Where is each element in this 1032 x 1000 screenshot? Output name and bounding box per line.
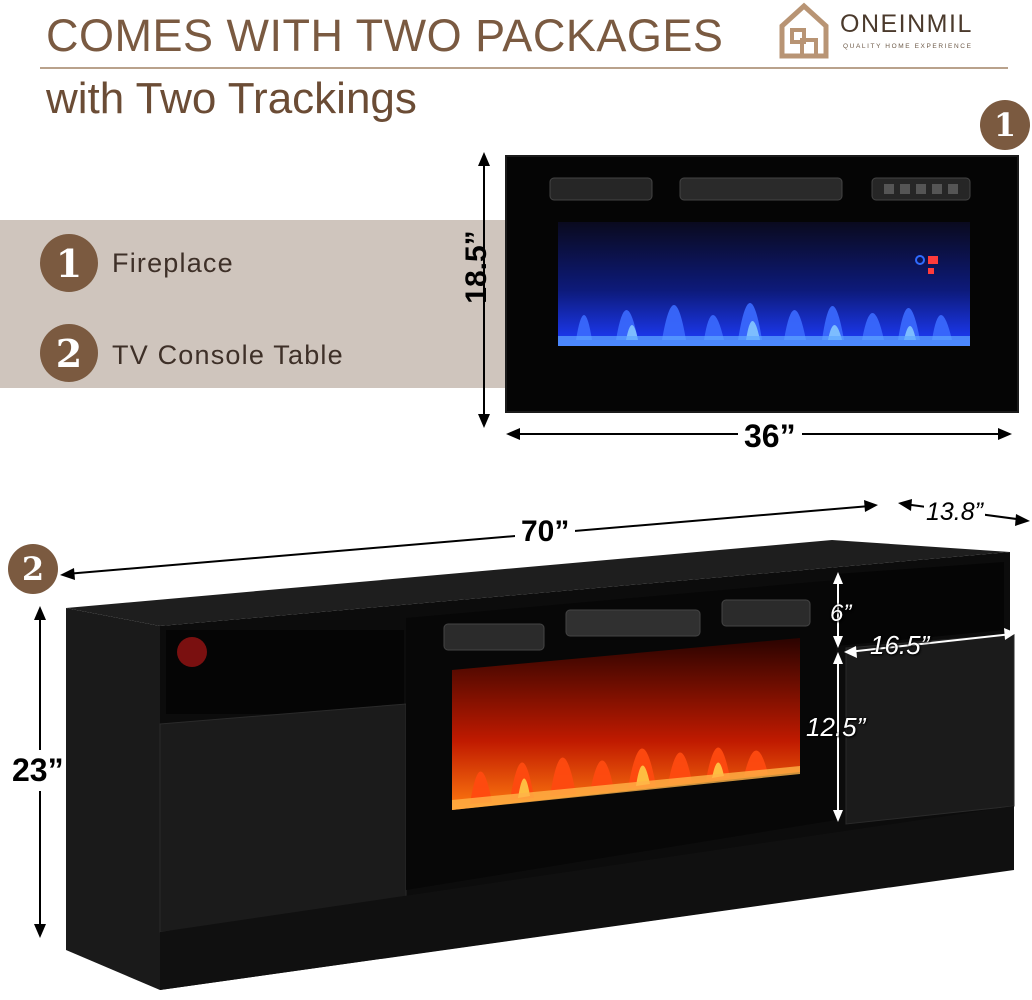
headline-title: COMES WITH TWO PACKAGES [46, 10, 724, 61]
brand-tagline: QUALITY HOME EXPERIENCE [843, 43, 973, 50]
brand-logo [776, 2, 1016, 64]
fireplace-badge: 1 [980, 100, 1030, 150]
package-label: TV Console Table [112, 340, 344, 370]
house-logo-icon [779, 2, 829, 59]
console-height-label: 23” [12, 750, 64, 791]
title-divider [40, 67, 1008, 69]
shelf-width-label: 16.5” [870, 630, 930, 660]
headline-subtitle: with Two Trackings [46, 74, 417, 123]
console-depth-label: 13.8” [924, 498, 985, 527]
fireplace-width-label: 36” [738, 418, 802, 455]
fireplace-height-label: 18.5” [460, 230, 493, 304]
cabinet-height-label: 12.5” [806, 712, 866, 742]
console-width-label: 70” [515, 515, 576, 549]
package-number-badge: 2 [40, 324, 98, 382]
package-number-badge: 1 [40, 234, 98, 292]
fireplace-illustration [478, 152, 1019, 440]
brand-name: ONEINMIL [840, 10, 973, 38]
console-illustration [34, 499, 1030, 990]
package-label: Fireplace [112, 248, 234, 278]
console-badge: 2 [8, 544, 58, 594]
upper-shelf-height-label: 6” [830, 600, 852, 627]
